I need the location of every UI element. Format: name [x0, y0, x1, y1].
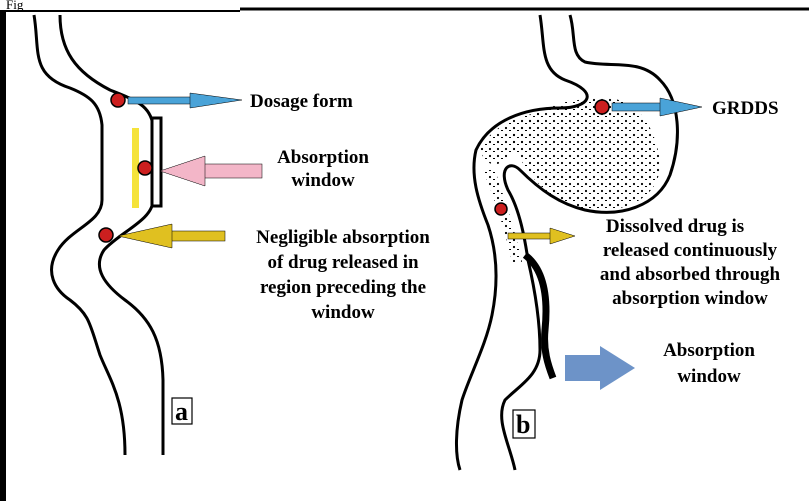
- negligible-label-3: region preceding the: [260, 277, 426, 298]
- dosage-form-label: Dosage form: [250, 91, 353, 112]
- absorption-dot: [138, 161, 152, 175]
- negligible-label-4: window: [311, 302, 375, 323]
- panel-a-absorption-band: [152, 118, 161, 206]
- absorption-window-label-1: Absorption: [277, 147, 369, 168]
- dosage-form-dot: [111, 93, 125, 107]
- absorption-window-b-label-2: window: [677, 366, 741, 387]
- panel-a-tag: a: [175, 397, 188, 426]
- dissolved-dot: [495, 203, 507, 215]
- absorption-window-b-label-1: Absorption: [663, 340, 755, 361]
- dissolved-label-3: and absorbed through: [600, 264, 781, 285]
- negligible-label-1: Negligible absorption: [256, 227, 430, 248]
- big-absorption-arrow: [565, 346, 635, 390]
- dissolved-label-1: Dissolved drug is: [606, 216, 744, 237]
- dissolved-label-2: released continuously: [603, 240, 778, 261]
- negligible-dot: [99, 228, 113, 242]
- grdds-label: GRDDS: [712, 98, 779, 119]
- negligible-label-2: of drug released in: [267, 252, 419, 273]
- dissolved-arrow: [508, 228, 575, 244]
- dissolved-label-4: absorption window: [612, 288, 768, 309]
- dosage-form-arrow: [128, 93, 242, 108]
- absorption-window-arrow: [160, 156, 262, 186]
- grdds-dot: [595, 100, 609, 114]
- absorption-window-label-2: window: [291, 170, 355, 191]
- panel-b-tag: b: [516, 410, 530, 439]
